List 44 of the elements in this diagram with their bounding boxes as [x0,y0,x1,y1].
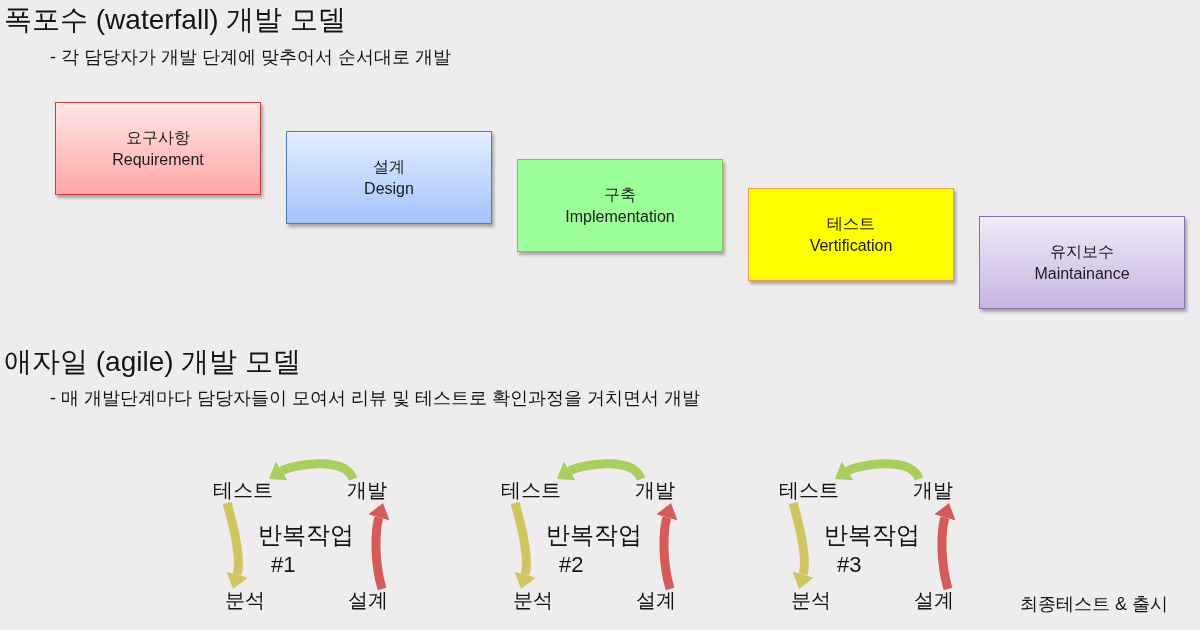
cycle-title: 반복작업 [824,521,920,549]
stage-label: 분석 [225,588,265,612]
stage-label: 개발 [347,478,387,502]
cycle-number: #2 [559,552,584,578]
cycle-title: 반복작업 [546,521,642,549]
phase-title: 요구사항 [126,127,190,148]
curved-arrow [788,501,813,590]
section-description: - 각 담당자가 개발 단계에 맞추어서 순서대로 개발 [50,46,451,69]
stage-label: 테스트 [501,478,561,502]
curved-arrow [657,502,676,591]
phase-subtitle: Implementation [565,206,675,227]
phase-title: 테스트 [827,213,875,234]
stage-label: 개발 [635,478,675,502]
stage-label: 테스트 [213,478,273,502]
phase-subtitle: Vertification [809,235,893,256]
phase-subtitle: Maintainance [1034,263,1130,284]
section-heading: 폭포수 (waterfall) 개발 모델 [4,3,347,37]
curved-arrow [369,502,388,591]
phase-box [286,131,492,224]
curved-arrow [222,501,247,590]
stage-label: 테스트 [779,478,839,502]
cycle-number: #3 [837,552,862,578]
phase-box [979,216,1185,309]
phase-box [55,102,261,195]
phase-subtitle: Design [364,178,414,199]
phase-box [517,159,723,252]
stage-label: 설계 [348,588,388,612]
final-step-label: 최종테스트 & 출시 [1020,593,1168,616]
stage-label: 설계 [636,588,676,612]
phase-title: 유지보수 [1050,241,1114,262]
curved-arrow [510,501,535,590]
phase-title: 구축 [604,184,636,205]
phase-box [748,188,954,281]
stage-label: 분석 [791,588,831,612]
cycle-number: #1 [271,552,296,578]
phase-title: 설계 [373,156,405,177]
section-heading: 애자일 (agile) 개발 모델 [4,345,302,379]
stage-label: 설계 [914,588,954,612]
phase-subtitle: Requirement [112,149,204,170]
curved-arrow [935,502,954,591]
stage-label: 개발 [913,478,953,502]
section-description: - 매 개발단계마다 담당자들이 모여서 리뷰 및 테스트로 확인과정을 거치면서 개발 [50,387,700,410]
stage-label: 분석 [513,588,553,612]
cycle-title: 반복작업 [258,521,354,549]
